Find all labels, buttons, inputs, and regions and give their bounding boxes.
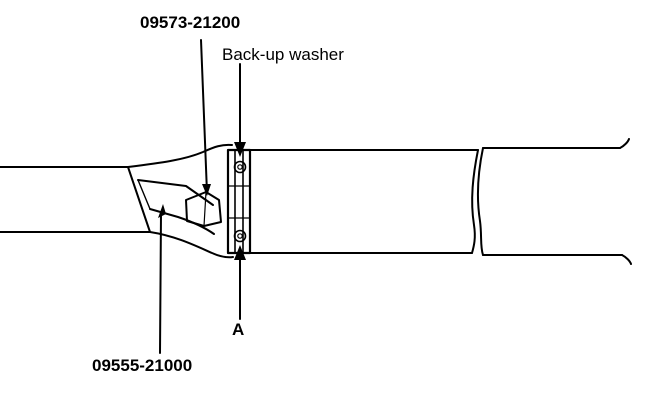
o-ring-lower (233, 229, 247, 243)
o-ring-upper (233, 160, 247, 174)
leader-09573-21200 (200, 39, 211, 196)
leader-a (234, 245, 246, 320)
left-pipe (0, 166, 151, 233)
leader-backup-washer (234, 63, 246, 157)
label-09555-21000: 09555-21000 (92, 356, 193, 375)
right-pipe-segment (249, 149, 479, 254)
right-pipe-end-segment (476, 138, 632, 265)
pipe-flare (127, 143, 234, 259)
leader-09555-21000 (159, 212, 162, 354)
label-a: A (232, 320, 245, 339)
label-09573-21200: 09573-21200 (140, 13, 241, 32)
label-backup-washer: Back-up washer (222, 45, 344, 64)
